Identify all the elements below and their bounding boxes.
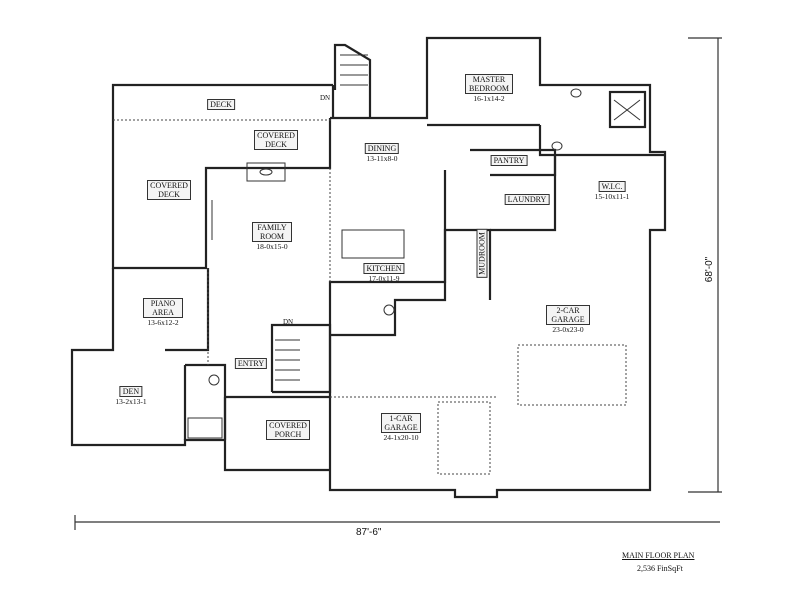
room-size: 17-0x11-9	[368, 274, 400, 283]
stair-down-label: DN	[283, 318, 294, 326]
room-size: 23-0x23-0	[552, 325, 584, 334]
kitchen-island	[341, 229, 405, 259]
room-name: MUDROOM	[476, 229, 488, 278]
exterior-wall-right	[328, 36, 667, 499]
stair-wall	[270, 323, 332, 394]
room-name: COVERED DECK	[254, 130, 298, 150]
room-name: 1-CAR GARAGE	[381, 413, 421, 433]
room-name: DECK	[207, 99, 235, 110]
room-name: FAMILY ROOM	[252, 222, 292, 242]
bathtub	[187, 417, 223, 439]
room-name: COVERED PORCH	[266, 420, 310, 440]
room-entry: ENTRY	[234, 358, 268, 369]
shower	[608, 90, 647, 129]
plan-area: 2,536 FinSqFt	[637, 564, 683, 573]
kitchen-wall	[328, 170, 447, 397]
room-name: LAUNDRY	[504, 194, 550, 205]
width-dimension: 87'-6"	[356, 527, 382, 538]
entry-bath-wall	[185, 363, 227, 440]
room-name: MASTER BEDROOM	[465, 74, 513, 94]
dashed-lines	[113, 119, 627, 475]
room-name: ENTRY	[234, 358, 268, 369]
room-deck: DECK	[207, 99, 235, 110]
room-name: PIANO AREA	[143, 298, 183, 318]
room-size: 24-1x20-10	[383, 433, 419, 442]
room-name: W.I.C.	[598, 181, 626, 192]
bath-wall-2	[538, 125, 665, 157]
sink-icon	[551, 141, 563, 151]
room-size: 18-0x15-0	[256, 242, 288, 251]
sink-icon	[208, 374, 220, 386]
room-name: DEN	[119, 386, 143, 397]
room-name: PANTRY	[490, 155, 528, 166]
room-size: 13-2x13-1	[115, 397, 147, 406]
room-covered-porch: COVERED PORCH	[266, 420, 310, 440]
fixtures	[74, 37, 722, 530]
upper-stair-wall	[333, 43, 372, 118]
deck-outline	[111, 83, 333, 270]
sink-icon	[383, 304, 395, 316]
walls	[70, 36, 667, 499]
wic-wall	[490, 155, 557, 232]
plan-title: MAIN FLOOR PLAN	[622, 551, 695, 560]
fireplace	[246, 162, 286, 182]
room-mudroom: MUDROOM	[476, 229, 488, 278]
room-size: 15-10x11-1	[594, 192, 630, 201]
room-size: 13-6x12-2	[147, 318, 179, 327]
room-name: 2-CAR GARAGE	[546, 305, 590, 325]
room-size: 16-1x14-2	[473, 94, 505, 103]
room-covered-deck: COVERED DECK	[147, 180, 191, 200]
room-laundry: LAUNDRY	[504, 194, 550, 205]
stair-down-label: DN	[320, 94, 331, 102]
room-size: 13-11x8-0	[366, 154, 398, 163]
room-name: KITCHEN	[363, 263, 405, 274]
room-name: COVERED DECK	[147, 180, 191, 200]
sink-icon	[570, 88, 582, 98]
room-wic: W.I.C.15-10x11-1	[594, 181, 630, 201]
room-pantry: PANTRY	[490, 155, 528, 166]
pantry-wall	[470, 148, 557, 177]
room-name: DINING	[364, 143, 400, 154]
fireplace-icon	[259, 168, 273, 176]
depth-dimension: 68'-0"	[704, 256, 716, 283]
room-covered-deck: COVERED DECK	[254, 130, 298, 150]
